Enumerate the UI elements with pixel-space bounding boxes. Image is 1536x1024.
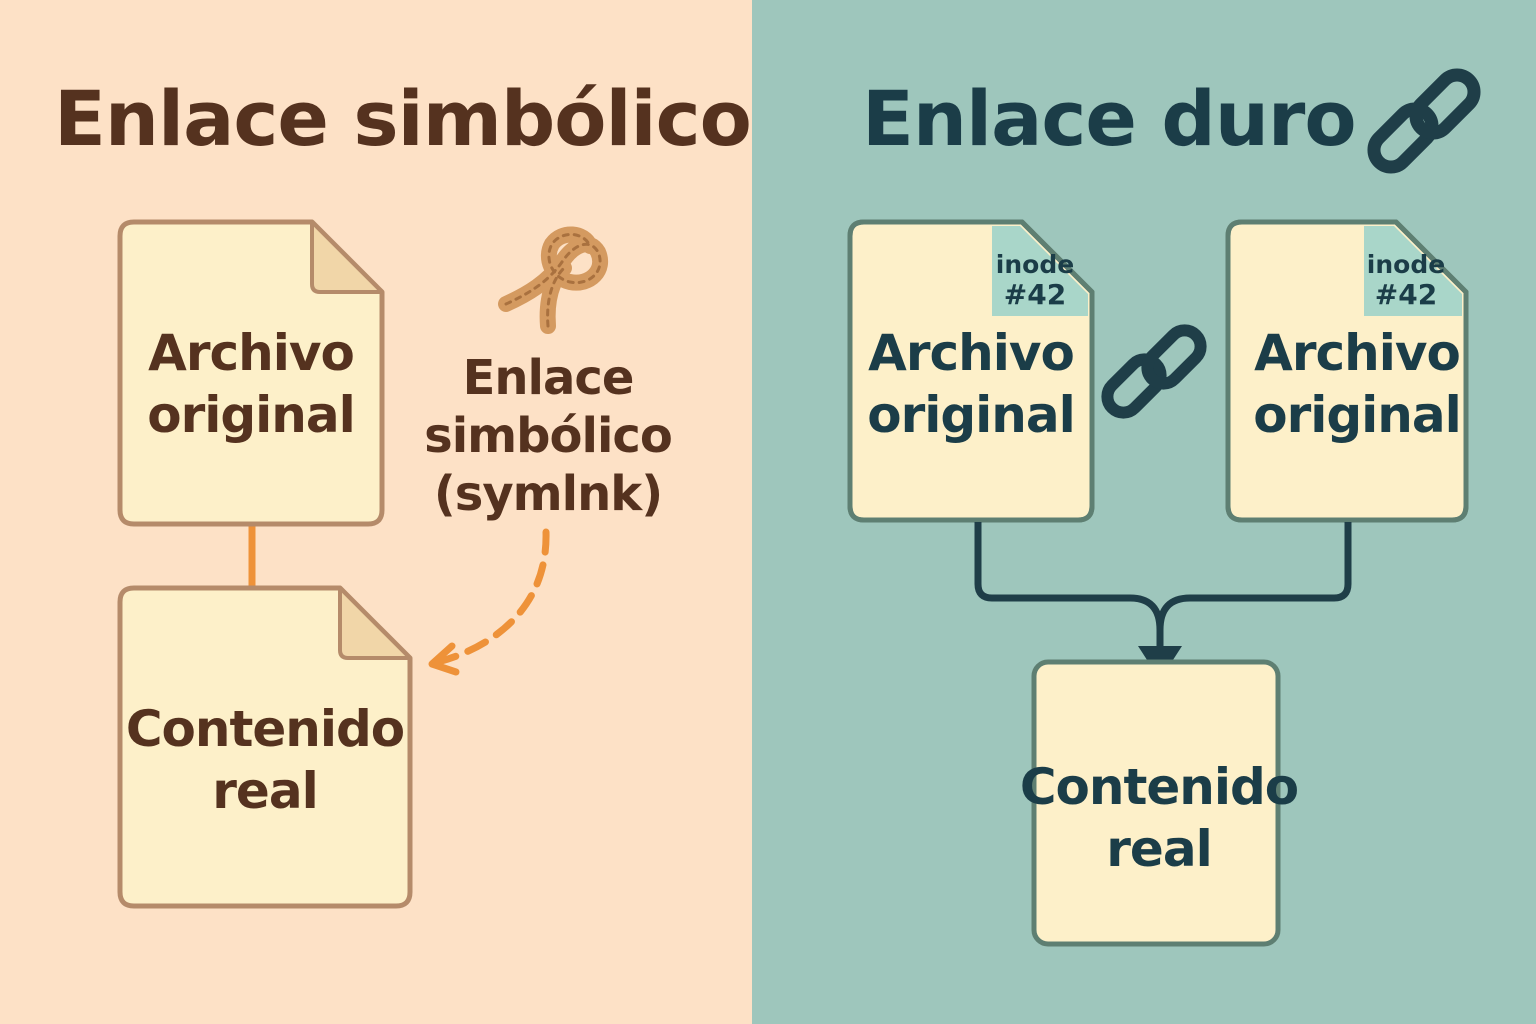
real-content-label: Contenido real bbox=[125, 700, 405, 820]
inode-badge-a: inode #42 bbox=[995, 250, 1075, 311]
symlink-label: Enlace simbólico (symlnk) bbox=[424, 350, 673, 522]
hard-link-title: Enlace duro bbox=[862, 73, 1357, 163]
symlink-arrow bbox=[428, 528, 550, 676]
original-file-document bbox=[117, 219, 385, 527]
hard-link-real-content-label: Contenido real bbox=[1019, 758, 1299, 878]
original-file-label: Archivo original bbox=[147, 324, 356, 444]
middle-chain-link-icon bbox=[1101, 324, 1207, 419]
file-b-label: Archivo original bbox=[1253, 324, 1462, 444]
inode-badge-b: inode #42 bbox=[1366, 250, 1446, 311]
symbolic-link-title: Enlace simbólico bbox=[54, 73, 752, 163]
hard-link-merge-connector bbox=[974, 522, 1352, 680]
real-content-document bbox=[117, 585, 413, 909]
file-a-label: Archivo original bbox=[867, 324, 1076, 444]
hard-link-real-content-document bbox=[1031, 659, 1281, 947]
hard-link-file-b bbox=[1225, 219, 1469, 523]
rope-knot-icon bbox=[498, 226, 608, 334]
hard-link-file-a bbox=[847, 219, 1095, 523]
title-chain-link-icon bbox=[1367, 68, 1481, 174]
